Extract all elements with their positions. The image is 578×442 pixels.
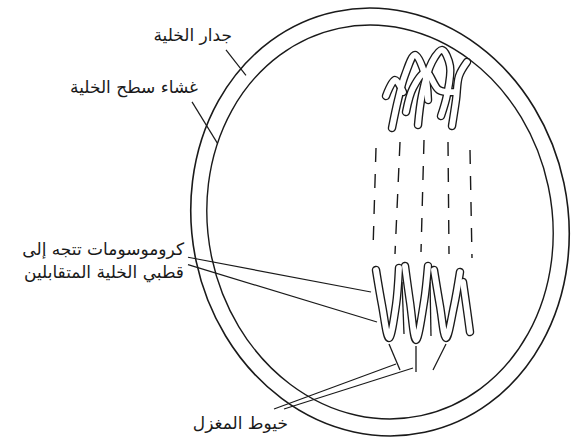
- chromosome: [405, 266, 428, 340]
- chromosome: [463, 282, 470, 332]
- spindle-fibres: [373, 140, 472, 372]
- leader-line: [226, 50, 246, 76]
- chromosome: [376, 268, 399, 338]
- chromosome: [434, 270, 460, 338]
- chromosome-fill: [386, 80, 403, 96]
- spindle-fibre: [448, 142, 449, 254]
- spindle-fibre: [433, 344, 446, 370]
- cell-membrane-outline: [171, 0, 578, 442]
- leader-line: [188, 257, 371, 292]
- leader-line: [192, 102, 218, 143]
- leader-line: [188, 265, 377, 322]
- cell-wall-outline: [151, 0, 578, 442]
- chromosome-fill: [405, 266, 428, 340]
- leader-line: [274, 364, 396, 409]
- leader-line: [284, 368, 413, 409]
- spindle-fibre: [415, 346, 416, 372]
- spindle-fibre: [421, 140, 424, 252]
- spindle-fibre: [373, 148, 376, 250]
- spindle-label: خيوط المغزل: [193, 412, 288, 435]
- chromosome-fill: [406, 72, 456, 112]
- chromosome-fill: [376, 268, 399, 338]
- membrane-label: غشاء سطح الخلية: [70, 76, 198, 99]
- spindle-fibre: [470, 150, 472, 258]
- cell-wall-label: جدار الخلية: [153, 24, 232, 47]
- chromosome-fill: [434, 270, 460, 338]
- spindle-fibre: [395, 142, 400, 254]
- chromosomes: [376, 50, 470, 340]
- chromosome-label: كروموسومات تتجه إلى قطبي الخلية المتقابل…: [6, 238, 184, 284]
- leader-lines: [188, 50, 413, 409]
- spindle-fibre: [430, 282, 431, 336]
- chromosome-fill: [463, 282, 470, 332]
- spindle-fibre: [402, 282, 404, 334]
